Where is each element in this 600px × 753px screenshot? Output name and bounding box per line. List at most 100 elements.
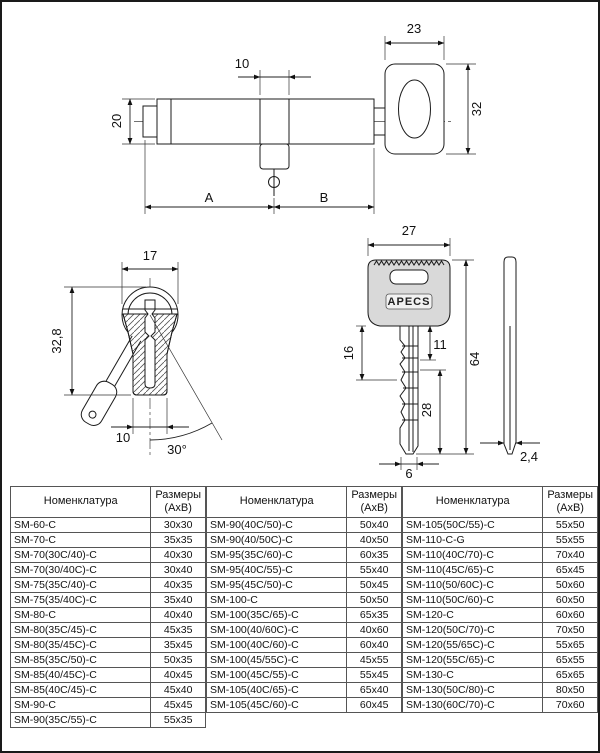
- col-header-size-line2: (АхВ): [360, 502, 388, 514]
- size-cell: 30x30: [150, 517, 206, 533]
- model-cell: SM-110(45C/65)-C: [401, 562, 544, 578]
- model-cell: SM-120(55/65C)-C: [401, 637, 544, 653]
- model-cell: SM-105(50C/55)-C: [401, 517, 544, 533]
- table-row: SM-75(35/40C)-C 35x40: [9, 592, 206, 608]
- size-cell: 60x35: [346, 547, 402, 563]
- table-row: SM-110(45C/65)-C 65x45: [401, 562, 598, 578]
- table-row: SM-100(40C/60)-C 60x40: [205, 637, 402, 653]
- size-cell: 45x35: [150, 622, 206, 638]
- table-row: SM-110(50C/60)-C 60x50: [401, 592, 598, 608]
- size-cell: 40x35: [150, 577, 206, 593]
- size-table: Номенклатура Размеры (АхВ) SM-60-C 30x30: [9, 486, 598, 728]
- model-cell: SM-80(35/45C)-C: [9, 637, 152, 653]
- key-front-view: APECS 27 16 11 64: [341, 223, 482, 481]
- table-row: SM-95(35C/60)-C 60x35: [205, 547, 402, 563]
- angle-arc: [149, 422, 213, 441]
- model-cell: SM-90(35C/55)-C: [9, 712, 152, 728]
- col-header-size-line2: (АхВ): [556, 502, 584, 514]
- size-cell: 45x45: [150, 697, 206, 713]
- dim-shoulder-label: 16: [341, 346, 356, 360]
- size-cell: 55x45: [346, 667, 402, 683]
- col-header-size: Размеры (АхВ): [346, 486, 402, 518]
- table-row: SM-90(40/50C)-C 40x50: [205, 532, 402, 548]
- model-cell: SM-90-C: [9, 697, 152, 713]
- model-cell: SM-120-C: [401, 607, 544, 623]
- dim-knob-width-label: 23: [407, 21, 421, 36]
- model-cell: SM-100(45/55C)-C: [205, 652, 348, 668]
- table-row: SM-100(45C/55)-C 55x45: [205, 667, 402, 683]
- dim-tip-width-label: 6: [405, 466, 412, 481]
- dim-foot-width-label: 10: [116, 430, 130, 445]
- table-row: SM-100(45/55C)-C 45x55: [205, 652, 402, 668]
- model-cell: SM-90(40C/50)-C: [205, 517, 348, 533]
- size-cell: 55x50: [542, 517, 598, 533]
- table-row: SM-75(35C/40)-C 40x35: [9, 577, 206, 593]
- table-row: SM-90-C 45x45: [9, 697, 206, 713]
- model-cell: SM-100(45C/55)-C: [205, 667, 348, 683]
- table-row: SM-100(35C/65)-C 65x35: [205, 607, 402, 623]
- size-cell: 80x50: [542, 682, 598, 698]
- table-row: SM-110-C-G 55x55: [401, 532, 598, 548]
- size-cell: 35x35: [150, 532, 206, 548]
- size-cell: 35x45: [150, 637, 206, 653]
- col-header-size-line1: Размеры: [547, 488, 594, 501]
- model-cell: SM-75(35/40C)-C: [9, 592, 152, 608]
- model-cell: SM-90(40/50C)-C: [205, 532, 348, 548]
- dim-total-length-label: 64: [467, 352, 482, 366]
- thumbturn-knob: [384, 63, 445, 155]
- size-cell: 50x50: [346, 592, 402, 608]
- knurling: [373, 260, 445, 266]
- col-header-size-line1: Размеры: [155, 488, 202, 501]
- model-cell: SM-105(45C/60)-C: [205, 697, 348, 713]
- model-cell: SM-95(35C/60)-C: [205, 547, 348, 563]
- table-row: SM-130(50C/80)-C 80x50: [401, 682, 598, 698]
- size-cell: 70x60: [542, 697, 598, 713]
- dim-head-width-label: 27: [402, 223, 416, 238]
- size-cell: 40x45: [150, 667, 206, 683]
- table-row: SM-70(30/40C)-C 30x40: [9, 562, 206, 578]
- col-header-nomenclature: Номенклатура: [401, 486, 544, 518]
- table-row: SM-110(50/60C)-C 50x60: [401, 577, 598, 593]
- model-cell: SM-130(60C/70)-C: [401, 697, 544, 713]
- key-hole: [389, 269, 429, 285]
- dim-b-label: B: [320, 190, 329, 205]
- table-row: SM-60-C 30x30: [9, 517, 206, 533]
- table-row: SM-85(40C/45)-C 45x40: [9, 682, 206, 698]
- col-header-size-line2: (АхВ): [164, 502, 192, 514]
- technical-drawings: 23 10 20 32 A B: [49, 21, 540, 481]
- model-cell: SM-80(35C/45)-C: [9, 622, 152, 638]
- size-cell: 50x35: [150, 652, 206, 668]
- model-cell: SM-130(50C/80)-C: [401, 682, 544, 698]
- size-cell: 50x40: [346, 517, 402, 533]
- model-cell: SM-85(40C/45)-C: [9, 682, 152, 698]
- table-row: SM-70(30C/40)-C 40x30: [9, 547, 206, 563]
- cylinder-side-view: 23 10 20 32 A B: [109, 21, 484, 214]
- model-cell: SM-80-C: [9, 607, 152, 623]
- col-header-size: Размеры (АхВ): [150, 486, 206, 518]
- size-cell: 40x60: [346, 622, 402, 638]
- size-cell: 65x40: [346, 682, 402, 698]
- table-row: SM-110(40C/70)-C 70x40: [401, 547, 598, 563]
- table-row: SM-100-C 50x50: [205, 592, 402, 608]
- model-cell: SM-70-C: [9, 532, 152, 548]
- size-cell: 55x35: [150, 712, 206, 728]
- cam: [259, 143, 290, 170]
- table-row: SM-80(35/45C)-C 35x45: [9, 637, 206, 653]
- keyway-profile: [144, 299, 156, 389]
- dim-section-height-label: 32,8: [49, 328, 64, 353]
- model-cell: SM-110-C-G: [401, 532, 544, 548]
- size-cell: 40x40: [150, 607, 206, 623]
- table-row: SM-105(50C/55)-C 55x50: [401, 517, 598, 533]
- model-cell: SM-75(35C/40)-C: [9, 577, 152, 593]
- size-cell: 70x40: [542, 547, 598, 563]
- model-cell: SM-105(40C/65)-C: [205, 682, 348, 698]
- brand-label: APECS: [388, 296, 431, 308]
- size-cell: 45x55: [346, 652, 402, 668]
- table-row: SM-80(35C/45)-C 45x35: [9, 622, 206, 638]
- model-cell: SM-110(50/60C)-C: [401, 577, 544, 593]
- model-cell: SM-85(40/45C)-C: [9, 667, 152, 683]
- size-cell: 55x40: [346, 562, 402, 578]
- size-cell: 35x40: [150, 592, 206, 608]
- rotated-key-outline: [80, 335, 142, 426]
- table-row: SM-80-C 40x40: [9, 607, 206, 623]
